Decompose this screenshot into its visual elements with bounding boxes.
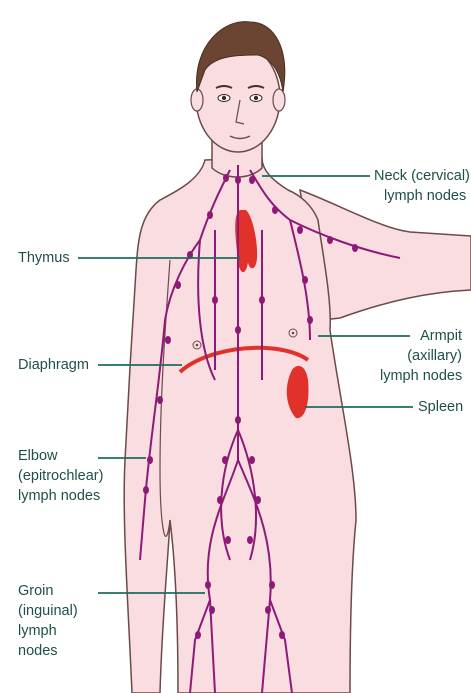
groin-label-line-2: (inguinal) xyxy=(18,601,78,621)
diaphragm-label-text: Diaphragm xyxy=(18,355,89,375)
spleen-label: Spleen xyxy=(418,397,463,417)
thymus-label-text: Thymus xyxy=(18,248,70,268)
armpit-label-line-3: lymph nodes xyxy=(380,366,462,386)
groin-label-line-4: nodes xyxy=(18,641,78,661)
spleen-label-text: Spleen xyxy=(418,397,463,417)
armpit-label-line-2: (axillary) xyxy=(380,346,462,366)
neck-label-line-1: Neck (cervical) xyxy=(374,166,470,186)
groin-label-line-3: lymph xyxy=(18,621,78,641)
neck-label-line-2: lymph nodes xyxy=(374,186,470,206)
neck-lymph-nodes-label: Neck (cervical) lymph nodes xyxy=(374,166,470,206)
elbow-label-line-1: Elbow xyxy=(18,446,103,466)
armpit-lymph-nodes-label: Armpit (axillary) lymph nodes xyxy=(380,326,462,386)
armpit-label-line-1: Armpit xyxy=(380,326,462,346)
diaphragm-label: Diaphragm xyxy=(18,355,89,375)
groin-label-line-1: Groin xyxy=(18,581,78,601)
elbow-label-line-2: (epitrochlear) xyxy=(18,466,103,486)
groin-lymph-nodes-label: Groin (inguinal) lymph nodes xyxy=(18,581,78,661)
elbow-lymph-nodes-label: Elbow (epitrochlear) lymph nodes xyxy=(18,446,103,506)
elbow-label-line-3: lymph nodes xyxy=(18,486,103,506)
thymus-label: Thymus xyxy=(18,248,70,268)
